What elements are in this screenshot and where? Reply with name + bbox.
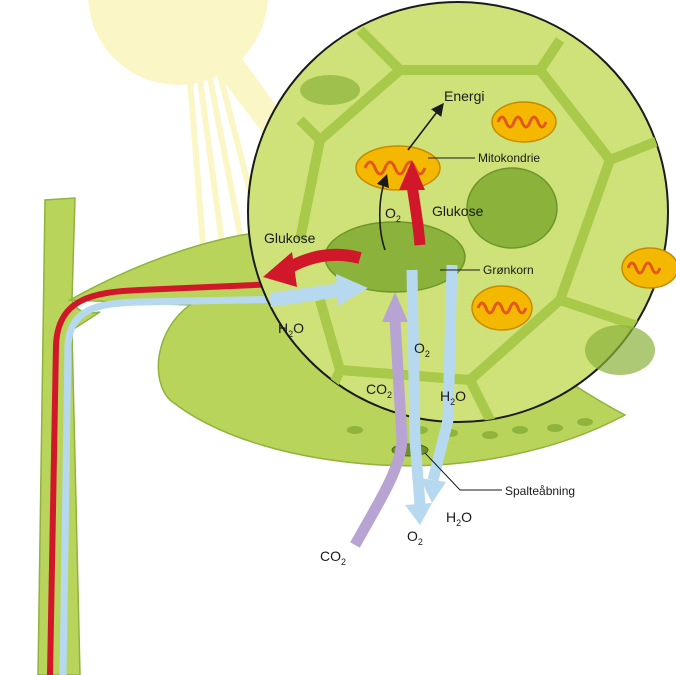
water-vein-arrow bbox=[59, 294, 341, 675]
o2-arrowhead bbox=[405, 503, 432, 525]
label-energi: Energi bbox=[444, 88, 484, 104]
label-gronkorn: Grønkorn bbox=[483, 263, 534, 277]
spalteabning-leader bbox=[424, 452, 502, 491]
label-o2-circle: O2 bbox=[414, 340, 430, 359]
mitochondrion-lower bbox=[471, 285, 533, 331]
energy-out-arrow bbox=[407, 102, 444, 151]
mitochondrion-top-right bbox=[491, 101, 557, 143]
h2o-arrowhead bbox=[420, 478, 446, 503]
h2o-arrow-out bbox=[427, 264, 458, 482]
chloroplast-top-left bbox=[300, 75, 360, 105]
label-h2o-left: H2O bbox=[278, 320, 304, 339]
o2-arrow-out bbox=[406, 269, 426, 506]
energy-arrow bbox=[376, 173, 389, 251]
glucose-vein-arrow bbox=[47, 280, 301, 675]
glucose-left-arrowhead bbox=[263, 252, 297, 287]
label-o2-bottom: O2 bbox=[407, 528, 423, 547]
mitochondrion-center bbox=[355, 145, 441, 191]
label-h2o-bottom: H2O bbox=[446, 509, 472, 528]
co2-arrow bbox=[350, 319, 408, 548]
cell-walls bbox=[295, 26, 662, 422]
co2-arrowhead bbox=[382, 292, 408, 322]
water-arrowhead bbox=[336, 274, 368, 306]
chloroplast-bottom-right bbox=[585, 325, 655, 375]
label-o2-inner: O2 bbox=[385, 205, 401, 224]
chloroplast-right bbox=[466, 167, 558, 249]
label-glukose-left: Glukose bbox=[264, 230, 316, 246]
label-co2-circle: CO2 bbox=[366, 381, 392, 400]
label-glukose-right: Glukose bbox=[432, 203, 484, 219]
label-mitokondrie: Mitokondrie bbox=[478, 151, 540, 165]
mitochondrion-right-edge bbox=[621, 247, 676, 289]
glucose-up-arrowhead bbox=[399, 160, 425, 190]
water-arrow-into-cell bbox=[269, 283, 341, 307]
label-spalteabning: Spalteåbning bbox=[505, 484, 575, 498]
sun bbox=[88, 0, 268, 85]
label-h2o-circle: H2O bbox=[440, 388, 466, 407]
label-co2-bottom: CO2 bbox=[320, 548, 346, 567]
